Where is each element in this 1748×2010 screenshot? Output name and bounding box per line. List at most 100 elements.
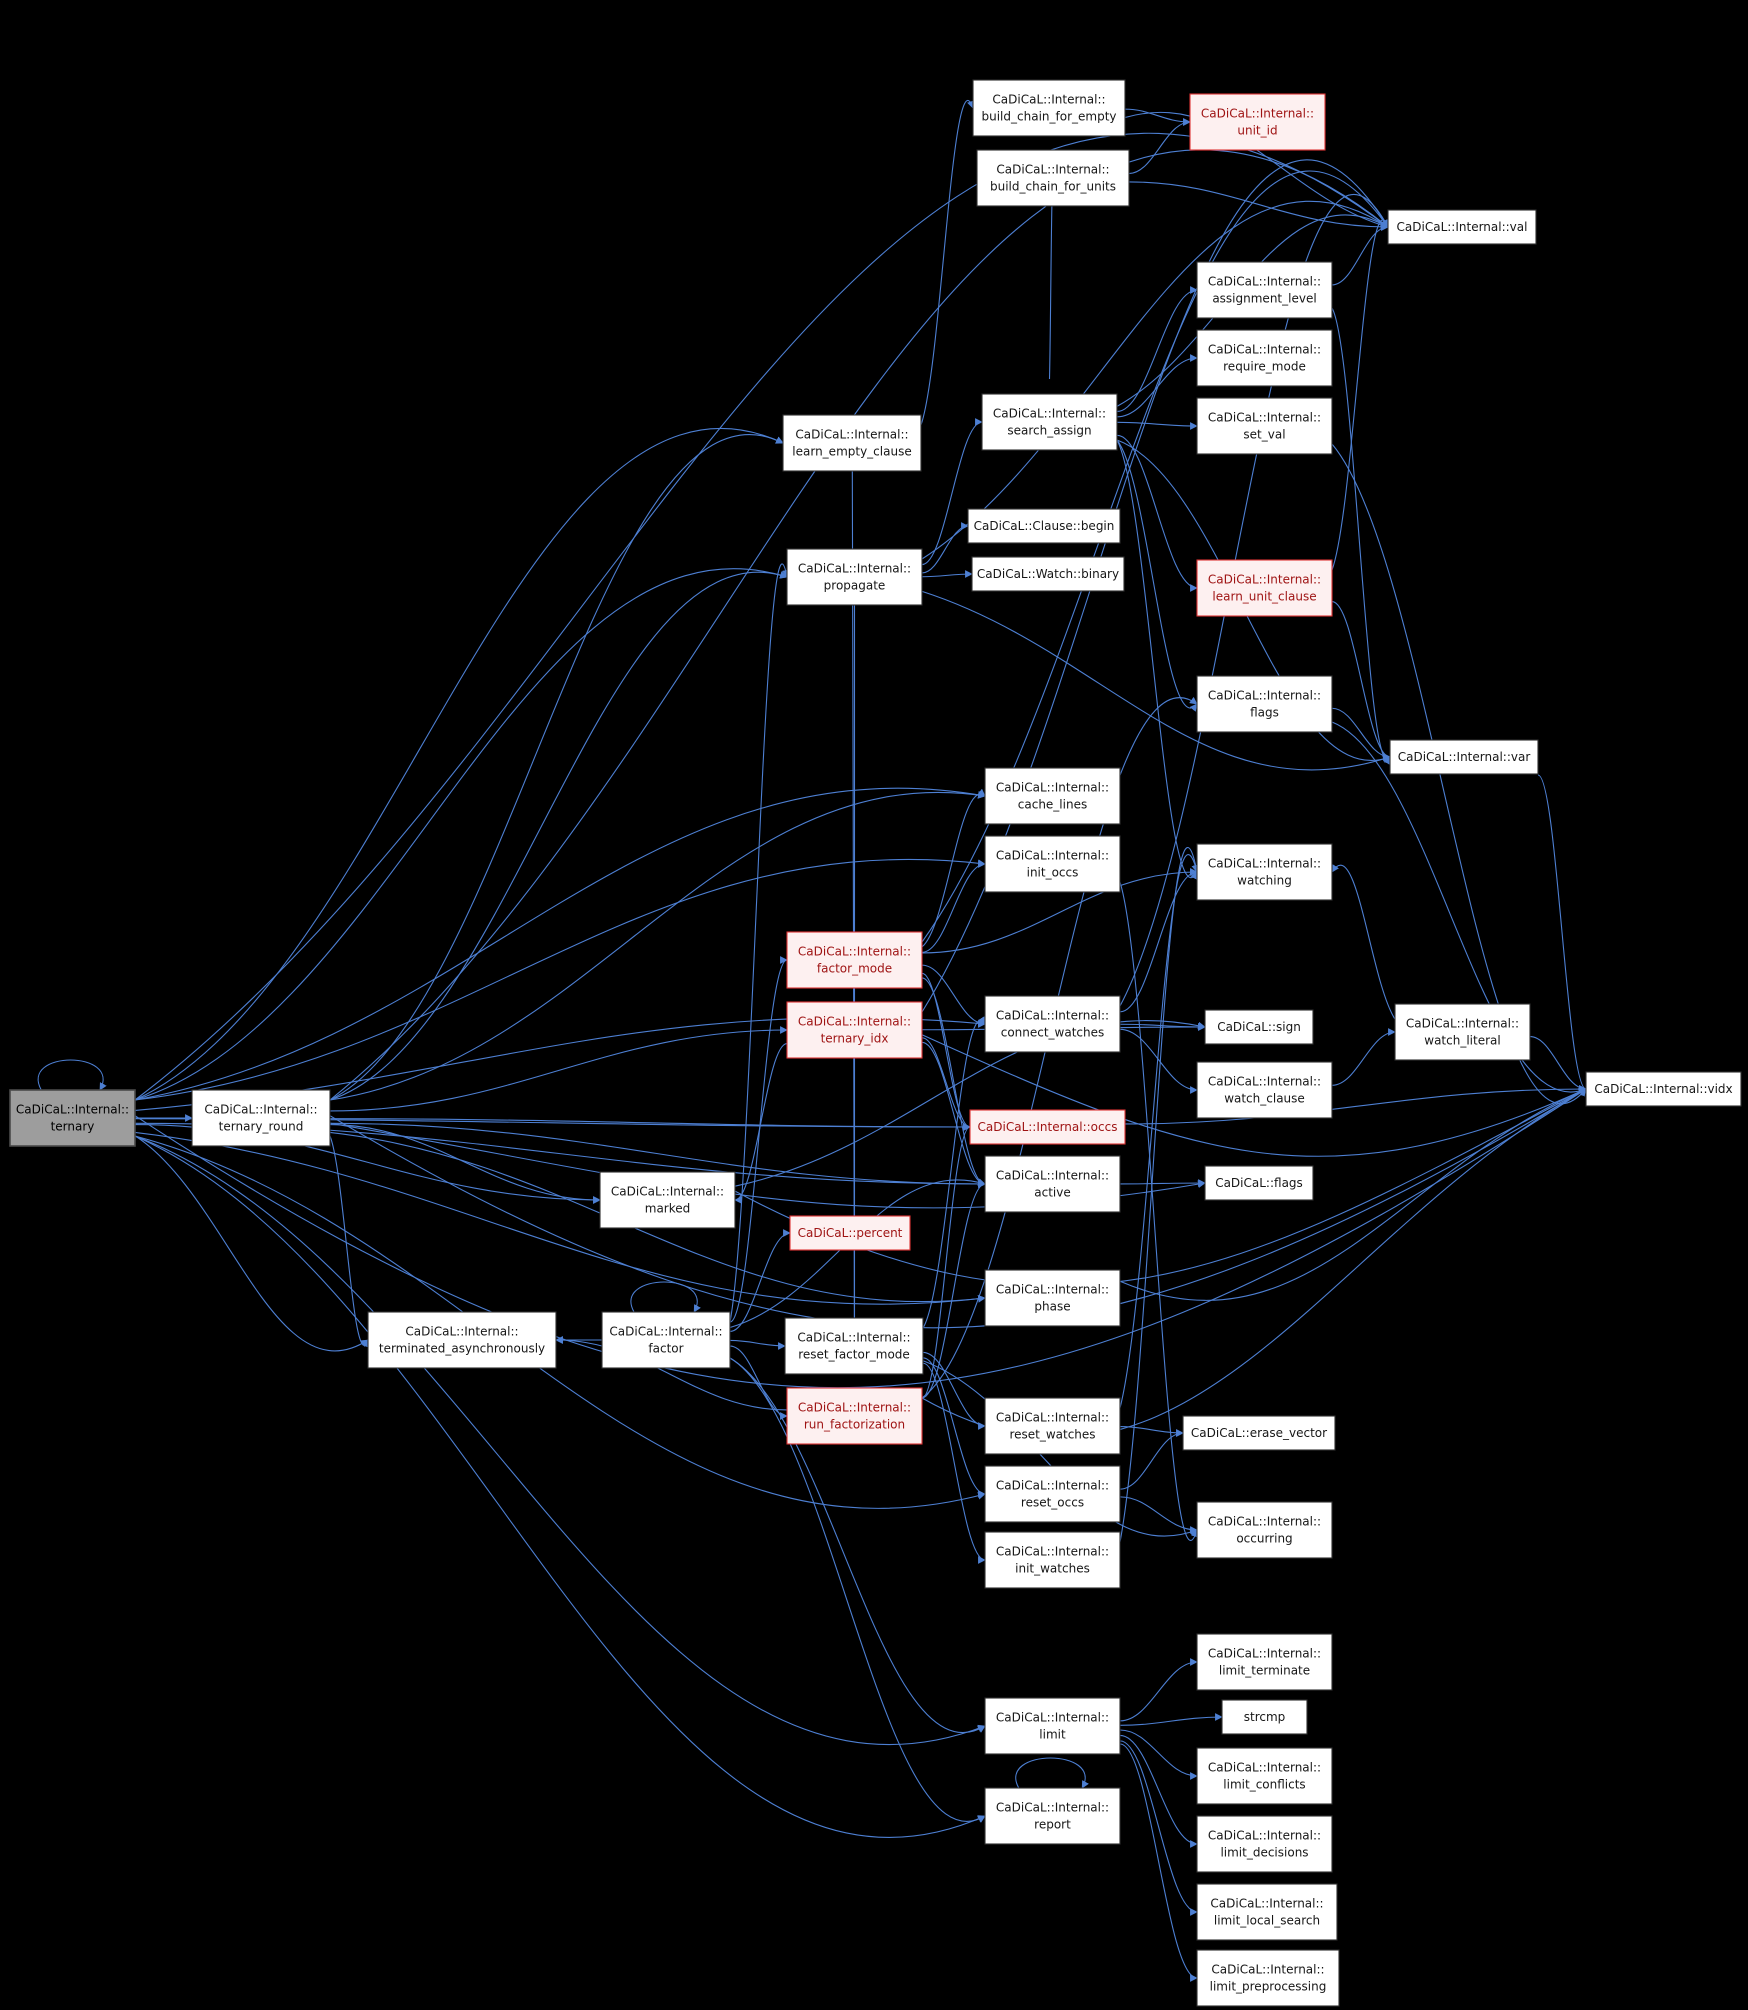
node-label-sign: CaDiCaL::sign	[1217, 1020, 1301, 1034]
graph-node-run_factorization[interactable]: CaDiCaL::Internal::run_factorization	[786, 1387, 923, 1445]
node-box-propagate	[786, 548, 923, 606]
graph-node-occs[interactable]: CaDiCaL::Internal::occs	[969, 1109, 1126, 1145]
node-box-learn_unit_clause	[1196, 559, 1333, 617]
edge-run_factorization-terminated_asynchronously	[555, 1336, 788, 1411]
edge-occs-vidx	[1124, 1085, 1587, 1125]
edge-search_assign-var	[1116, 439, 1391, 763]
graph-node-clause_begin[interactable]: CaDiCaL::Clause::begin	[967, 508, 1121, 544]
edge-limit-limit_conflicts	[1119, 1729, 1198, 1780]
node-label-cache_lines: CaDiCaL::Internal::cache_lines	[996, 781, 1109, 812]
graph-node-connect_watches[interactable]: CaDiCaL::Internal::connect_watches	[984, 995, 1121, 1053]
graph-node-limit_decisions[interactable]: CaDiCaL::Internal::limit_decisions	[1196, 1815, 1333, 1873]
graph-node-watch_clause[interactable]: CaDiCaL::Internal::watch_clause	[1196, 1061, 1333, 1119]
edge-propagate-search_assign	[921, 418, 983, 566]
graph-node-require_mode[interactable]: CaDiCaL::Internal::require_mode	[1196, 329, 1333, 387]
graph-node-phase[interactable]: CaDiCaL::Internal::phase	[984, 1269, 1121, 1327]
edge-marked-sign	[734, 1020, 1206, 1187]
graph-node-sign[interactable]: CaDiCaL::sign	[1204, 1009, 1314, 1045]
node-label-var: CaDiCaL::Internal::var	[1398, 750, 1531, 764]
graph-node-occurring[interactable]: CaDiCaL::Internal::occurring	[1196, 1501, 1333, 1559]
graph-node-percent[interactable]: CaDiCaL::percent	[789, 1215, 911, 1251]
edge-build_chain_for_units-unit_id	[1128, 118, 1191, 175]
graph-node-init_occs[interactable]: CaDiCaL::Internal::init_occs	[984, 835, 1121, 893]
graph-node-limit_terminate[interactable]: CaDiCaL::Internal::limit_terminate	[1196, 1633, 1333, 1691]
edge-watch_literal-watching	[1331, 864, 1396, 1020]
graph-node-build_chain_for_units[interactable]: CaDiCaL::Internal::build_chain_for_units	[976, 149, 1130, 207]
graph-node-search_assign[interactable]: CaDiCaL::Internal::search_assign	[981, 393, 1118, 451]
edge-ternary-propagate	[134, 568, 788, 1101]
graph-node-flags_i[interactable]: CaDiCaL::Internal::flags	[1196, 675, 1333, 733]
graph-node-active[interactable]: CaDiCaL::Internal::active	[984, 1155, 1121, 1213]
graph-node-var[interactable]: CaDiCaL::Internal::var	[1389, 739, 1539, 775]
graph-node-terminated_asynchronously[interactable]: CaDiCaL::Internal::terminated_asynchrono…	[367, 1311, 557, 1369]
edge-var-vidx	[1537, 774, 1587, 1093]
node-label-marked: CaDiCaL::Internal::marked	[611, 1185, 724, 1216]
node-label-val: CaDiCaL::Internal::val	[1397, 220, 1528, 234]
graph-node-erase_vector[interactable]: CaDiCaL::erase_vector	[1182, 1415, 1336, 1451]
graph-node-reset_occs[interactable]: CaDiCaL::Internal::reset_occs	[984, 1465, 1121, 1523]
edge-run_factorization-occs	[921, 1123, 971, 1399]
node-box-init_occs	[984, 835, 1121, 893]
node-box-connect_watches	[984, 995, 1121, 1053]
node-label-watch_literal: CaDiCaL::Internal::watch_literal	[1406, 1017, 1519, 1048]
graph-node-ternary_idx[interactable]: CaDiCaL::Internal::ternary_idx	[786, 1001, 923, 1059]
graph-node-cache_lines[interactable]: CaDiCaL::Internal::cache_lines	[984, 767, 1121, 825]
node-label-limit_decisions: CaDiCaL::Internal::limit_decisions	[1208, 1829, 1321, 1860]
graph-node-propagate[interactable]: CaDiCaL::Internal::propagate	[786, 548, 923, 606]
node-box-limit_local_search	[1196, 1883, 1338, 1941]
graph-node-watch_binary[interactable]: CaDiCaL::Watch::binary	[971, 556, 1125, 592]
node-label-build_chain_for_units: CaDiCaL::Internal::build_chain_for_units	[990, 163, 1116, 194]
graph-node-learn_unit_clause[interactable]: CaDiCaL::Internal::learn_unit_clause	[1196, 559, 1333, 617]
edge-ternary_idx-marked	[734, 1043, 788, 1204]
edge-assignment_level-var	[1331, 307, 1391, 765]
edge-reset_watches-watching	[1119, 854, 1199, 1409]
graph-node-learn_empty_clause[interactable]: CaDiCaL::Internal::learn_empty_clause	[782, 414, 922, 472]
graph-node-reset_watches[interactable]: CaDiCaL::Internal::reset_watches	[984, 1397, 1121, 1455]
edge-init_watches-watching	[1119, 847, 1200, 1543]
edge-ternary-ternary	[37, 1059, 107, 1091]
graph-node-build_chain_for_empty[interactable]: CaDiCaL::Internal::build_chain_for_empty	[972, 79, 1126, 137]
node-box-reset_factor_mode	[784, 1317, 924, 1375]
node-label-flags_i: CaDiCaL::Internal::flags	[1208, 689, 1321, 720]
node-label-run_factorization: CaDiCaL::Internal::run_factorization	[798, 1401, 911, 1432]
graph-node-reset_factor_mode[interactable]: CaDiCaL::Internal::reset_factor_mode	[784, 1317, 924, 1375]
graph-node-limit_local_search[interactable]: CaDiCaL::Internal::limit_local_search	[1196, 1883, 1338, 1941]
edge-ternary_round-ternary_idx	[329, 1026, 788, 1112]
graph-node-watching[interactable]: CaDiCaL::Internal::watching	[1196, 843, 1333, 901]
node-label-connect_watches: CaDiCaL::Internal::connect_watches	[996, 1009, 1109, 1040]
graph-node-strcmp[interactable]: strcmp	[1221, 1699, 1308, 1735]
node-label-watch_binary: CaDiCaL::Watch::binary	[977, 567, 1119, 581]
edge-propagate-var	[921, 590, 1391, 771]
graph-node-init_watches[interactable]: CaDiCaL::Internal::init_watches	[984, 1531, 1121, 1589]
graph-node-vidx[interactable]: CaDiCaL::Internal::vidx	[1585, 1071, 1742, 1107]
node-box-var	[1389, 739, 1539, 775]
node-label-flags_c: CaDiCaL::flags	[1215, 1176, 1303, 1190]
node-label-factor_mode: CaDiCaL::Internal::factor_mode	[798, 945, 911, 976]
graph-node-limit_conflicts[interactable]: CaDiCaL::Internal::limit_conflicts	[1196, 1747, 1333, 1805]
graph-node-assignment_level[interactable]: CaDiCaL::Internal::assignment_level	[1196, 261, 1333, 319]
node-box-limit_decisions	[1196, 1815, 1333, 1873]
graph-node-val[interactable]: CaDiCaL::Internal::val	[1387, 209, 1537, 245]
edge-learn_unit_clause-val	[1331, 219, 1390, 571]
node-label-limit_local_search: CaDiCaL::Internal::limit_local_search	[1210, 1897, 1323, 1928]
edge-ternary-reset_occs	[134, 1135, 986, 1509]
node-label-reset_watches: CaDiCaL::Internal::reset_watches	[996, 1411, 1109, 1442]
graph-node-watch_literal[interactable]: CaDiCaL::Internal::watch_literal	[1394, 1003, 1531, 1061]
graph-node-set_val[interactable]: CaDiCaL::Internal::set_val	[1196, 397, 1333, 455]
graph-node-marked[interactable]: CaDiCaL::Internal::marked	[599, 1171, 736, 1229]
edge-search_assign-learn_unit_clause	[1116, 434, 1198, 592]
node-box-ternary	[9, 1089, 136, 1147]
graph-node-ternary_round[interactable]: CaDiCaL::Internal::ternary_round	[191, 1089, 331, 1147]
graph-node-limit_preprocessing[interactable]: CaDiCaL::Internal::limit_preprocessing	[1196, 1949, 1340, 2007]
node-label-active: CaDiCaL::Internal::active	[996, 1169, 1109, 1200]
graph-node-report[interactable]: CaDiCaL::Internal::report	[984, 1787, 1121, 1845]
graph-node-ternary[interactable]: CaDiCaL::Internal::ternary	[9, 1089, 136, 1147]
graph-node-unit_id[interactable]: CaDiCaL::Internal::unit_id	[1189, 93, 1326, 151]
node-box-watch_literal	[1394, 1003, 1531, 1061]
graph-node-factor[interactable]: CaDiCaL::Internal::factor	[601, 1311, 731, 1369]
graph-node-factor_mode[interactable]: CaDiCaL::Internal::factor_mode	[786, 931, 923, 989]
graph-node-limit[interactable]: CaDiCaL::Internal::limit	[984, 1697, 1121, 1755]
edge-ternary-report	[134, 1135, 986, 1838]
graph-node-flags_c[interactable]: CaDiCaL::flags	[1204, 1165, 1314, 1201]
node-box-phase	[984, 1269, 1121, 1327]
